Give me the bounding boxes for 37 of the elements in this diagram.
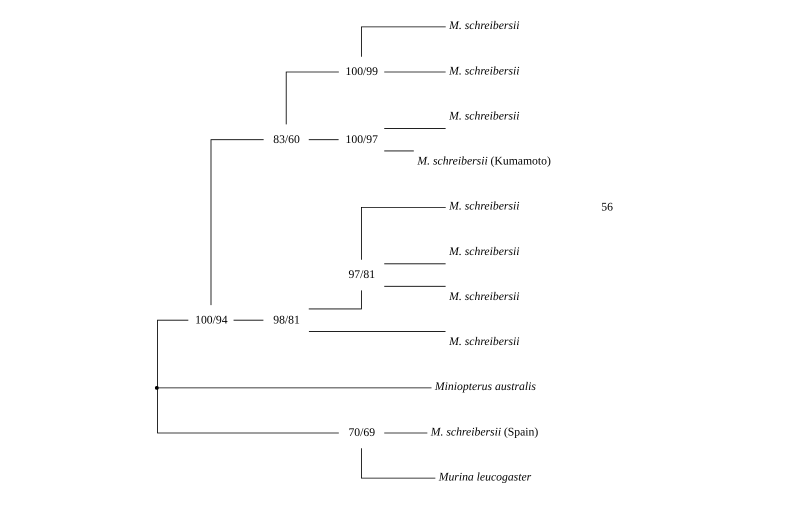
node-text: Miniopterus australis — [434, 380, 536, 394]
node-text: M. schreibersii — [449, 64, 520, 78]
connector — [210, 139, 264, 306]
node-text: M. schreibersii — [449, 335, 520, 348]
connector — [384, 432, 428, 434]
connector — [384, 263, 446, 264]
connector — [361, 448, 436, 479]
connector — [157, 388, 340, 434]
connector — [286, 72, 340, 125]
connector — [233, 320, 264, 321]
node-text: M. schreibersii — [449, 109, 520, 122]
node-text: M. schreibersii — [449, 19, 520, 32]
node-text: 83/60 — [273, 132, 300, 146]
node-text: M. schreibersii — [449, 244, 520, 258]
connector — [384, 128, 446, 129]
node-text: 100/94 — [195, 313, 228, 326]
connector — [157, 320, 189, 387]
connector — [384, 286, 446, 287]
node-text: 98/81 — [273, 313, 300, 326]
connector — [361, 206, 446, 260]
connector — [308, 331, 446, 332]
label: 56 — [601, 200, 613, 214]
connector — [308, 290, 362, 310]
node-text: 100/99 — [346, 65, 378, 78]
node-text: M. schreibersii — [449, 200, 520, 213]
node-text: M. schreibersii — [449, 290, 520, 303]
node-text: Murina leucogaster — [438, 470, 532, 484]
node-text: 70/69 — [348, 426, 376, 440]
node-point — [154, 386, 159, 390]
connector — [384, 150, 414, 152]
node-text: 100/97 — [346, 132, 378, 146]
node-text: M. schreibersii (Kumamoto) — [417, 154, 551, 168]
connector — [308, 139, 340, 140]
node-text: M. schreibersii (Spain) — [430, 425, 538, 438]
connector — [158, 387, 432, 388]
connector — [361, 26, 446, 58]
node-text: 97/81 — [348, 268, 376, 282]
